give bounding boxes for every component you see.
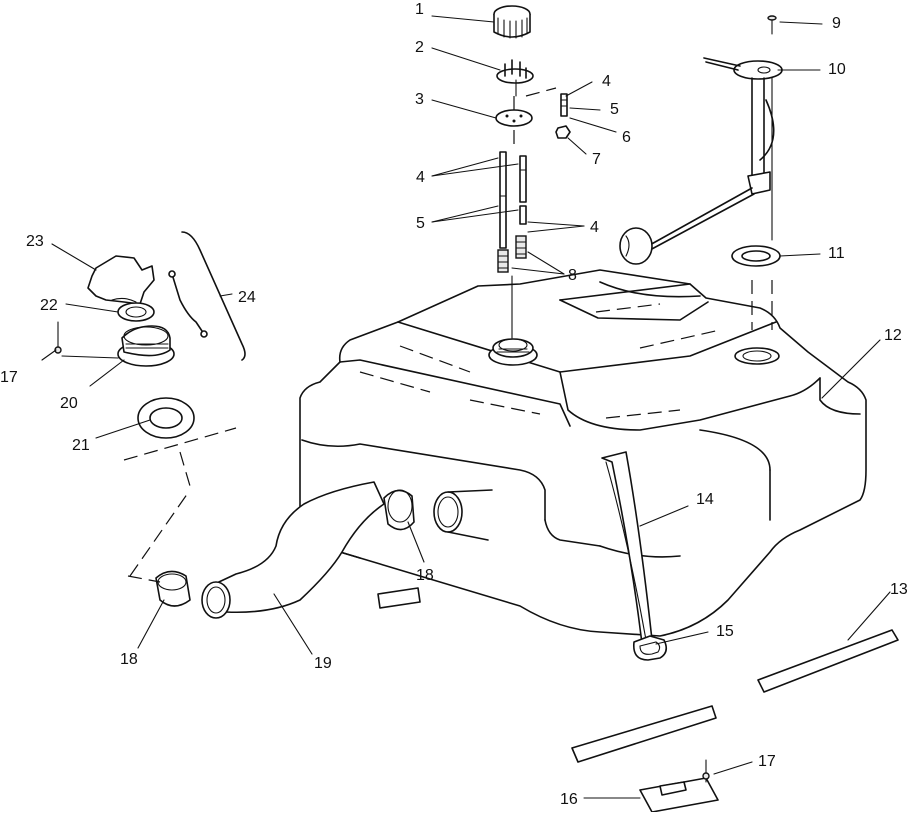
callout-20: 20 bbox=[60, 395, 78, 412]
leader-lines bbox=[41, 15, 891, 799]
callout-7-top: 7 bbox=[592, 151, 601, 168]
callout-5-top: 5 bbox=[610, 101, 619, 118]
callout-16: 16 bbox=[560, 791, 578, 808]
fuel-gauge-sender bbox=[619, 15, 783, 330]
callout-12: 12 bbox=[884, 327, 902, 344]
fill-cap-assembly bbox=[54, 231, 246, 487]
callout-4-mid: 4 bbox=[416, 169, 425, 186]
callout-5-mid: 5 bbox=[416, 215, 425, 232]
callout-23: 23 bbox=[26, 233, 44, 250]
callout-8: 8 bbox=[568, 267, 577, 284]
callout-4-right: 4 bbox=[590, 219, 599, 236]
callout-3: 3 bbox=[415, 91, 424, 108]
callout-24: 24 bbox=[238, 289, 256, 306]
strip-lower bbox=[571, 705, 717, 763]
callout-19: 19 bbox=[314, 655, 332, 672]
callout-18-left: 18 bbox=[120, 651, 138, 668]
callout-2: 2 bbox=[415, 39, 424, 56]
callout-14: 14 bbox=[696, 491, 714, 508]
callout-6: 6 bbox=[622, 129, 631, 146]
callout-22: 22 bbox=[40, 297, 58, 314]
filler-neck-parts bbox=[493, 5, 571, 339]
callout-13: 13 bbox=[890, 581, 908, 598]
callout-15: 15 bbox=[716, 623, 734, 640]
strip-13 bbox=[757, 629, 899, 693]
callout-9: 9 bbox=[832, 15, 841, 32]
callout-11: 11 bbox=[828, 245, 845, 262]
filler-hose bbox=[127, 481, 415, 619]
callout-17-bottom: 17 bbox=[758, 753, 776, 770]
fuel-tank bbox=[299, 269, 867, 637]
callout-4-top: 4 bbox=[602, 73, 611, 90]
mounting-bracket bbox=[639, 759, 719, 813]
callout-17-left: 17 bbox=[0, 369, 18, 386]
hold-down-strap bbox=[601, 451, 668, 661]
callout-18-right: 18 bbox=[416, 567, 434, 584]
callout-21: 21 bbox=[72, 437, 90, 454]
tank-support-strips bbox=[571, 629, 899, 763]
callout-1: 1 bbox=[415, 1, 424, 18]
callout-10: 10 bbox=[828, 61, 846, 78]
